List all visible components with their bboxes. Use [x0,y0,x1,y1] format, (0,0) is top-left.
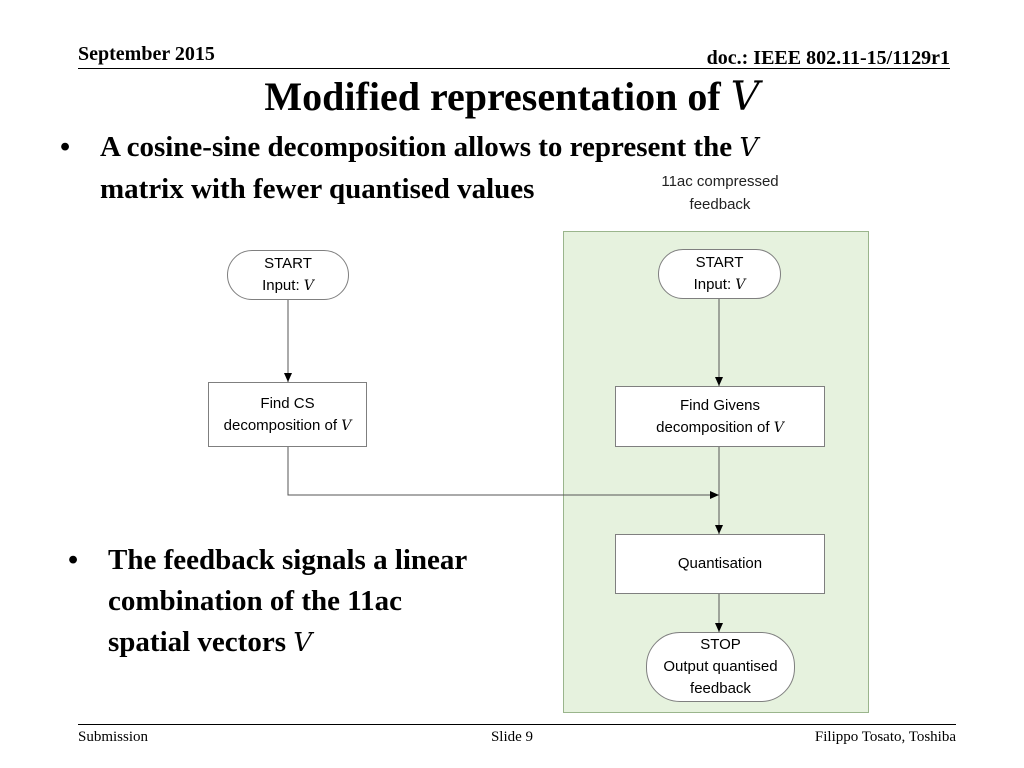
bullet-1-text: A cosine-sine decomposition allows to re… [100,127,758,210]
annotation-line2: feedback [689,196,751,213]
slide-title: Modified representation of V [0,72,1024,122]
left-start-line2: Input: [262,277,304,294]
slide-title-var: V [730,74,760,120]
header-date: September 2015 [78,43,215,65]
left-cs-line1: Find CS [260,394,315,412]
left-start-node: START Input: V [227,250,349,300]
bullet-1: • A cosine-sine decomposition allows to … [60,127,920,205]
bullet-2-line2: combination of the 11ac [108,585,403,617]
bullet-1-line1: A cosine-sine decomposition allows to re… [100,131,740,163]
bullet-1-var: V [739,133,759,163]
bullet-dot: • [60,131,71,163]
footer-slide-number: Slide 9 [490,729,534,745]
bullet-2-line1: The feedback signals a linear [108,544,468,576]
right-givens-line2: decomposition of [656,418,774,436]
arrow-cs-to-quantisation [287,447,719,499]
left-cs-var: V [341,417,352,434]
right-givens-line1: Find Givens [679,396,761,414]
bullet-2-line3: spatial vectors [108,626,294,658]
right-start-var: V [735,277,746,293]
slide-title-text: Modified representation of [264,74,731,119]
right-start-line2: Input: [693,276,736,293]
right-givens-decomposition-node: Find Givens decomposition of V [615,386,825,447]
bullet-1-line2: matrix with fewer quantised values [100,173,535,205]
left-cs-line2: decomposition of [223,416,342,434]
annotation-line1: 11ac compressed [661,173,779,190]
annotation-11ac-feedback: 11ac compressed feedback [630,170,810,216]
header-divider [78,68,950,69]
bullet-dot: • [68,544,79,576]
right-start-line1: START [695,254,744,271]
footer-submission: Submission [78,729,149,745]
right-start-node: START Input: V [658,249,781,299]
left-start-line1: START [264,255,312,272]
header-doc-id: doc.: IEEE 802.11-15/1129r1 [706,47,950,69]
bullet-2: • The feedback signals a linear combinat… [68,540,548,658]
quantisation-label: Quantisation [677,555,763,572]
quantisation-node: Quantisation [615,534,825,594]
bullet-2-var: V [293,628,313,658]
left-cs-decomposition-node: Find CS decomposition of V [208,382,367,447]
stop-line1: STOP [700,636,741,653]
stop-node: STOP Output quantised feedback [646,632,795,702]
left-start-var: V [303,278,314,294]
bullet-2-text: The feedback signals a linear combinatio… [108,540,467,664]
stop-line2: Output quantised [663,658,778,675]
footer-author: Filippo Tosato, Toshiba [814,729,956,745]
footer-divider [78,724,956,725]
stop-line3: feedback [690,680,751,697]
right-givens-var: V [773,419,784,436]
